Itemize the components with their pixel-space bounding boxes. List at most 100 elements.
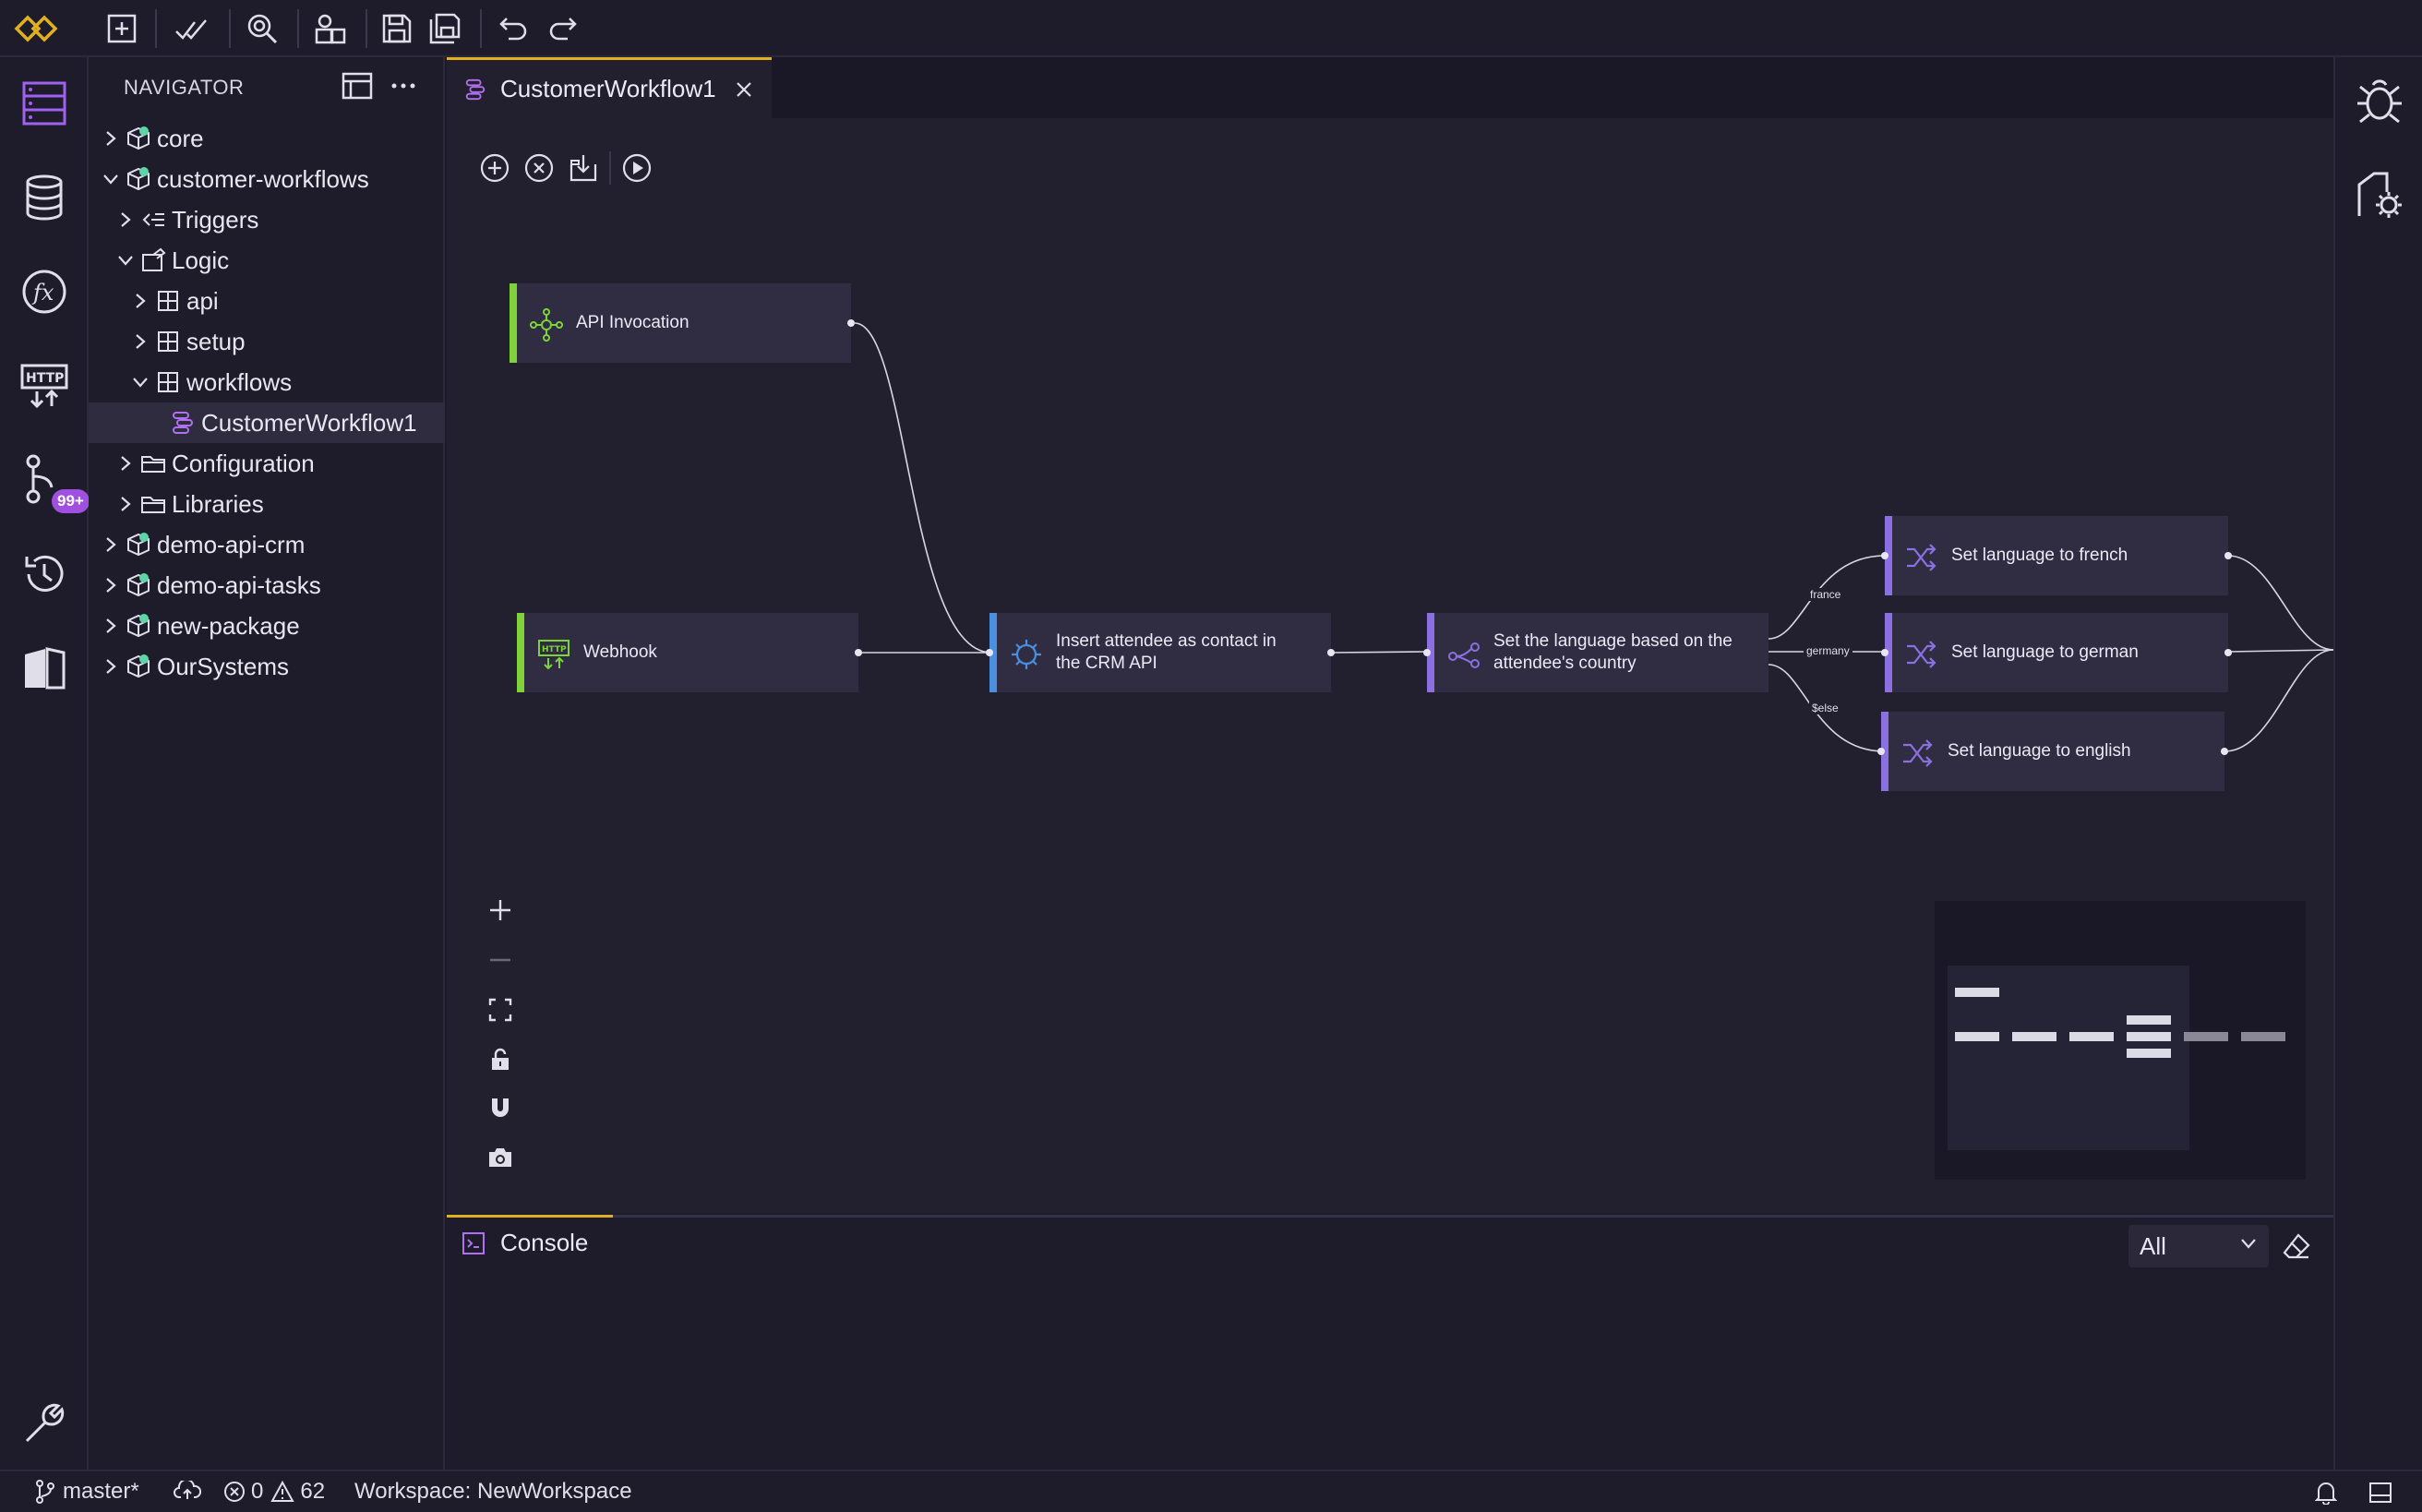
zoom-in-icon[interactable] <box>482 892 519 929</box>
validate-icon[interactable] <box>174 10 210 47</box>
tree-item-logic[interactable]: Logic <box>89 240 445 281</box>
chevron-right-icon[interactable] <box>114 209 137 231</box>
branch-status[interactable]: master* <box>35 1479 139 1505</box>
tree-item-setup[interactable]: setup <box>89 321 445 362</box>
chevron-right-icon[interactable] <box>129 330 151 353</box>
source-control-icon[interactable]: 99+ <box>15 450 90 513</box>
chevron-right-icon[interactable] <box>100 534 122 556</box>
input-port[interactable] <box>986 649 993 656</box>
tree-item-label: demo-api-tasks <box>157 570 321 599</box>
output-port[interactable] <box>2224 552 2232 559</box>
console-tab-label: Console <box>500 1229 589 1256</box>
chevron-down-icon[interactable] <box>114 249 137 271</box>
database-icon[interactable] <box>15 168 74 227</box>
book-icon[interactable] <box>15 639 74 698</box>
node-webhook[interactable]: HTTP Webhook <box>517 613 862 692</box>
tab-customerworkflow1[interactable]: CustomerWorkflow1 <box>447 57 772 118</box>
functions-icon[interactable]: fx <box>15 262 74 321</box>
svg-text:fx: fx <box>31 280 54 306</box>
chevron-right-icon[interactable] <box>100 574 122 596</box>
node-set-language-french[interactable]: Set language to french <box>1881 516 2232 595</box>
chevron-right-icon[interactable] <box>100 655 122 678</box>
new-file-icon[interactable] <box>103 10 140 47</box>
problems-status[interactable]: 0 62 <box>223 1479 325 1505</box>
tree-item-configuration[interactable]: Configuration <box>89 443 445 484</box>
workspace-status[interactable]: Workspace: NewWorkspace <box>354 1479 632 1505</box>
notifications-bell-icon[interactable] <box>2315 1481 2337 1505</box>
app-logo-icon[interactable] <box>13 6 59 52</box>
more-options-icon[interactable] <box>391 83 415 89</box>
node-api-invocation[interactable]: API Invocation <box>510 283 855 363</box>
tree-item-libraries[interactable]: Libraries <box>89 484 445 524</box>
chevron-right-icon[interactable] <box>114 493 137 515</box>
tree-item-core[interactable]: core <box>89 118 445 159</box>
tree-item-label: CustomerWorkflow1 <box>201 408 417 437</box>
close-tab-icon[interactable] <box>735 80 753 99</box>
tree-item-api[interactable]: api <box>89 281 445 321</box>
output-port[interactable] <box>1327 649 1335 656</box>
search-icon[interactable] <box>244 10 281 47</box>
tree-item-customerworkflow1[interactable]: CustomerWorkflow1 <box>89 402 445 443</box>
chevron-right-icon[interactable] <box>100 127 122 150</box>
remove-node-icon[interactable] <box>522 151 556 185</box>
error-count: 0 <box>251 1479 264 1504</box>
output-port[interactable] <box>847 319 855 327</box>
tab-console[interactable]: Console <box>447 1215 613 1268</box>
node-set-language-switch[interactable]: Set the language based on the attendee's… <box>1423 613 1769 692</box>
save-icon[interactable] <box>378 10 415 47</box>
magnet-snap-icon[interactable] <box>482 1089 519 1126</box>
output-port[interactable] <box>2224 649 2232 656</box>
node-label: Set language to german <box>1951 642 2139 662</box>
console-icon <box>462 1231 486 1255</box>
history-icon[interactable] <box>15 545 74 604</box>
sync-cloud-icon[interactable] <box>174 1481 201 1501</box>
module-grid-icon <box>155 329 181 354</box>
settings-gear-icon[interactable] <box>2356 172 2404 220</box>
tree-item-oursystems[interactable]: OurSystems <box>89 646 445 687</box>
input-port[interactable] <box>1881 552 1888 559</box>
minimap[interactable] <box>1935 901 2306 1180</box>
node-set-language-english[interactable]: Set language to english <box>1877 712 2228 791</box>
workflow-canvas[interactable]: france germany $else API Invocation HTTP… <box>447 118 2333 1213</box>
http-icon[interactable]: HTTP <box>15 356 74 415</box>
screenshot-camera-icon[interactable] <box>482 1139 519 1176</box>
tree-item-customer-workflows[interactable]: customer-workflows <box>89 159 445 199</box>
edge-label-else: $else <box>1809 702 1841 714</box>
collapse-all-icon[interactable] <box>342 72 373 100</box>
lock-icon[interactable] <box>482 1041 519 1078</box>
tree-item-new-package[interactable]: new-package <box>89 606 445 646</box>
output-port[interactable] <box>855 649 862 656</box>
share-icon[interactable] <box>312 10 349 47</box>
import-icon[interactable] <box>567 151 600 185</box>
chevron-right-icon[interactable] <box>129 290 151 312</box>
tree-item-triggers[interactable]: Triggers <box>89 199 445 240</box>
chevron-down-icon[interactable] <box>129 371 151 393</box>
chevron-right-icon[interactable] <box>100 615 122 637</box>
run-icon[interactable] <box>620 151 653 185</box>
debug-bug-icon[interactable] <box>2356 78 2404 124</box>
node-insert-attendee[interactable]: Insert attendee as contact in the CRM AP… <box>986 613 1335 692</box>
clear-console-eraser-icon[interactable] <box>2282 1232 2311 1260</box>
zoom-out-icon[interactable] <box>482 942 519 978</box>
warning-count: 62 <box>300 1479 326 1504</box>
tree-item-label: Configuration <box>172 449 315 477</box>
toggle-panel-icon[interactable] <box>2368 1482 2392 1504</box>
input-port[interactable] <box>1881 649 1888 656</box>
redo-icon[interactable] <box>545 10 582 47</box>
output-port[interactable] <box>2221 748 2228 755</box>
tree-item-demo-api-crm[interactable]: demo-api-crm <box>89 524 445 565</box>
save-all-icon[interactable] <box>426 10 463 47</box>
settings-wrench-icon[interactable] <box>15 1394 74 1453</box>
add-node-icon[interactable] <box>478 151 511 185</box>
tree-item-demo-api-tasks[interactable]: demo-api-tasks <box>89 565 445 606</box>
input-port[interactable] <box>1423 649 1431 656</box>
tree-item-workflows[interactable]: workflows <box>89 362 445 402</box>
fit-view-icon[interactable] <box>482 991 519 1028</box>
log-level-select[interactable]: All <box>2128 1225 2269 1267</box>
chevron-down-icon[interactable] <box>100 168 122 190</box>
undo-icon[interactable] <box>495 10 532 47</box>
explorer-icon[interactable] <box>15 74 74 133</box>
chevron-right-icon[interactable] <box>114 452 137 474</box>
node-set-language-german[interactable]: Set language to german <box>1881 613 2232 692</box>
input-port[interactable] <box>1877 748 1885 755</box>
